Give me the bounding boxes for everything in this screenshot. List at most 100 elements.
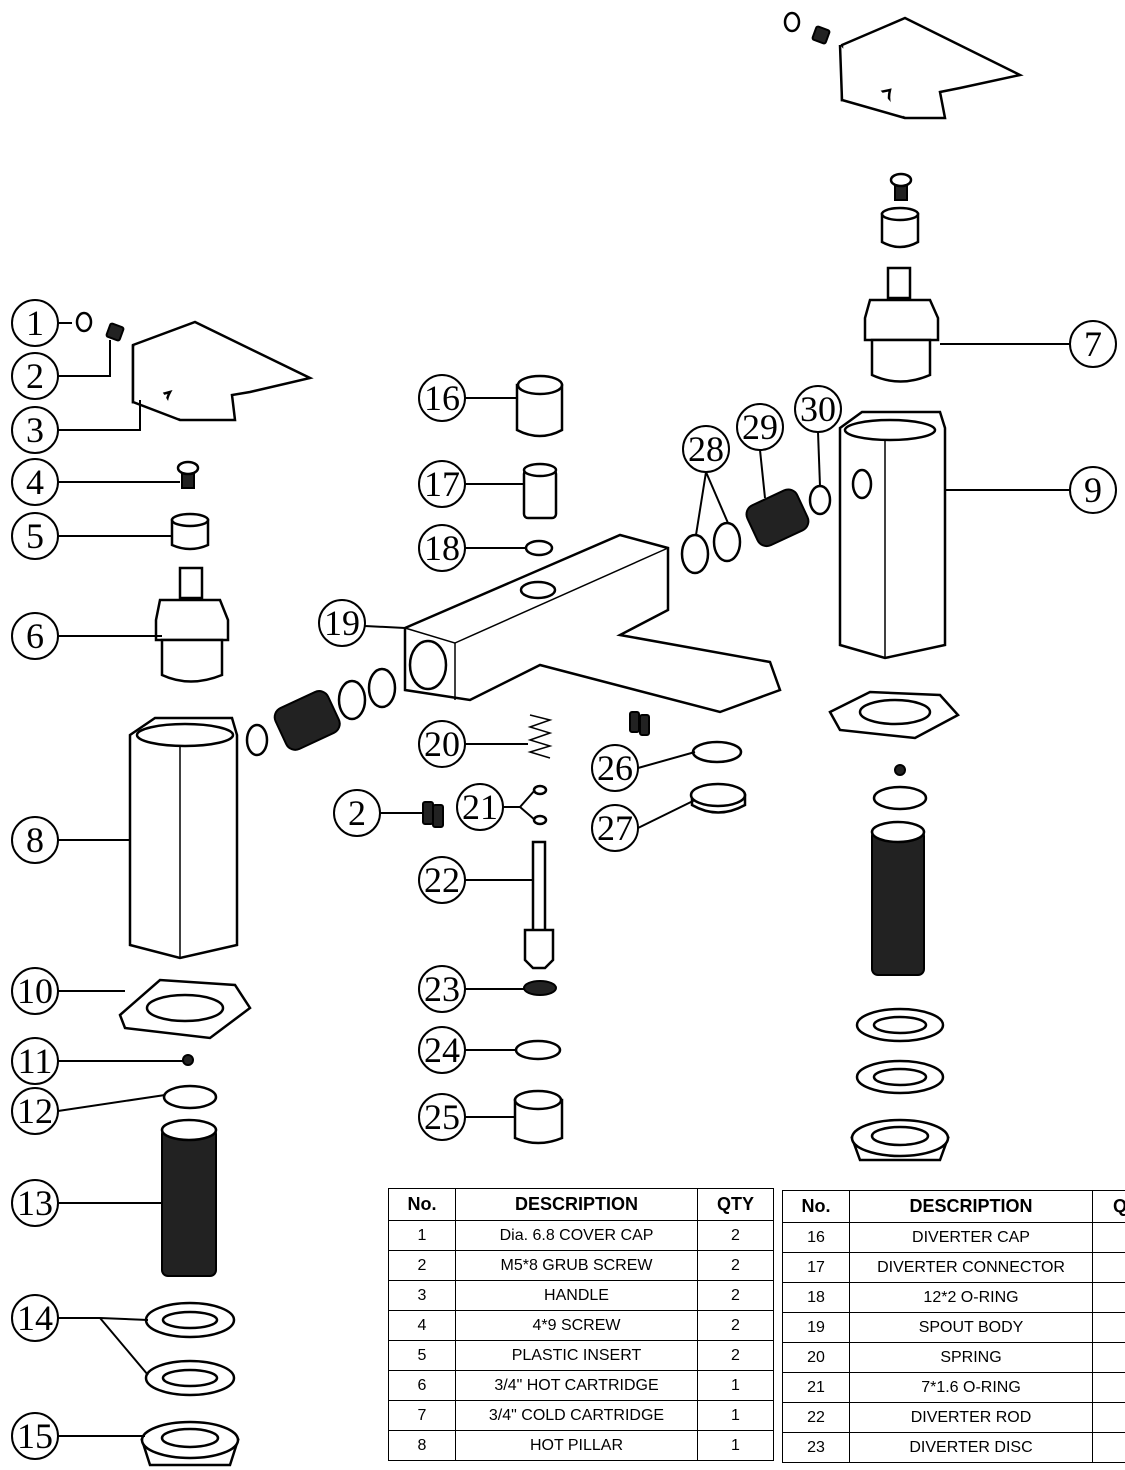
right-threaded-shank <box>871 829 925 976</box>
svg-text:11: 11 <box>18 1041 53 1081</box>
ring-30-drawing <box>808 484 832 516</box>
cell-description: HANDLE <box>455 1280 698 1311</box>
callout: 21 <box>456 783 504 831</box>
svg-text:5: 5 <box>26 516 44 556</box>
svg-text:25: 25 <box>424 1097 460 1137</box>
callout: 29 <box>736 403 784 451</box>
diverter-cap-drawing <box>515 383 564 438</box>
cell-qty <box>1092 1252 1125 1283</box>
grub-screw-drawing <box>811 25 831 45</box>
right-washer-1-hole <box>872 1015 928 1035</box>
spout-body-top-edge <box>454 547 669 644</box>
right-nut-drawing <box>894 764 906 776</box>
cell-description: Dia. 6.8 COVER CAP <box>455 1220 698 1251</box>
cell-no: 7 <box>388 1400 456 1431</box>
callout: 26 <box>591 744 639 792</box>
callout: 18 <box>418 524 466 572</box>
diverter-cap-top <box>516 374 564 396</box>
cell-no: 21 <box>782 1372 850 1403</box>
svg-text:18: 18 <box>424 528 460 568</box>
callout: 7 <box>1069 320 1117 368</box>
svg-text:9: 9 <box>1084 470 1102 510</box>
cell-qty <box>1092 1312 1125 1343</box>
cell-description: 4*9 SCREW <box>455 1310 698 1341</box>
callout: 17 <box>418 460 466 508</box>
cell-no: 16 <box>782 1222 850 1253</box>
callout: 9 <box>1069 466 1117 514</box>
callout: 8 <box>11 816 59 864</box>
column-header-description: DESCRIPTION <box>455 1188 698 1221</box>
cold-cartridge-hex <box>863 298 940 342</box>
cell-qty <box>1092 1402 1125 1433</box>
cell-qty: 1 <box>697 1370 774 1401</box>
column-header-qty: Q <box>1092 1190 1125 1223</box>
svg-text:6: 6 <box>26 616 44 656</box>
svg-text:4: 4 <box>26 462 44 502</box>
cell-description: DIVERTER CONNECTOR <box>849 1252 1093 1283</box>
left-side-ring-2 <box>367 667 397 709</box>
cover-cap-drawing <box>783 11 801 33</box>
svg-text:19: 19 <box>324 603 360 643</box>
callout: 15 <box>11 1412 59 1460</box>
oring-24-drawing <box>514 1039 562 1061</box>
cell-description: 3/4" HOT CARTRIDGE <box>455 1370 698 1401</box>
table-header-row: No. DESCRIPTION Q <box>782 1190 1125 1223</box>
left-washer-drawing <box>162 1084 218 1110</box>
svg-text:28: 28 <box>688 429 724 469</box>
right-backnut-hole <box>870 1125 930 1147</box>
svg-text:2: 2 <box>26 356 44 396</box>
callout: 10 <box>11 967 59 1015</box>
callout: 27 <box>591 804 639 852</box>
diverter-rod-tip <box>523 928 555 970</box>
aerator-27-top <box>689 782 747 808</box>
left-backnut-hole <box>160 1427 220 1449</box>
part-25-drawing <box>513 1098 564 1145</box>
table-header-row: No. DESCRIPTION QTY <box>388 1188 774 1221</box>
callout: 22 <box>418 856 466 904</box>
connector-29-drawing <box>745 488 810 548</box>
svg-text:27: 27 <box>597 808 633 848</box>
svg-text:24: 24 <box>424 1030 460 1070</box>
cell-no: 3 <box>388 1280 456 1311</box>
diverter-disc-drawing <box>523 980 557 996</box>
cell-qty <box>1092 1342 1125 1373</box>
svg-text:29: 29 <box>742 407 778 447</box>
svg-text:22: 22 <box>424 860 460 900</box>
column-header-no: No. <box>388 1188 456 1221</box>
plastic-insert-drawing <box>880 212 920 249</box>
cell-qty: 1 <box>697 1400 774 1431</box>
center-grub-screw-2 <box>432 804 444 828</box>
svg-text:20: 20 <box>424 724 460 764</box>
callout: 4 <box>11 458 59 506</box>
svg-text:30: 30 <box>800 389 836 429</box>
left-washer-1-hole <box>161 1310 219 1330</box>
svg-text:15: 15 <box>17 1416 53 1456</box>
center-grub-screw-1 <box>422 801 434 825</box>
svg-text:13: 13 <box>17 1183 53 1223</box>
oring-21-b <box>532 814 548 826</box>
svg-text:14: 14 <box>17 1298 53 1338</box>
cell-no: 19 <box>782 1312 850 1343</box>
cell-no: 17 <box>782 1252 850 1283</box>
left-side-oring <box>245 723 269 757</box>
oring-21-a <box>532 784 548 796</box>
callout: 30 <box>794 385 842 433</box>
cell-description: M5*8 GRUB SCREW <box>455 1250 698 1281</box>
cell-qty: 2 <box>697 1310 774 1341</box>
cell-no: 4 <box>388 1310 456 1341</box>
left-screw-head <box>176 460 200 476</box>
hot-cartridge-body <box>160 638 224 683</box>
column-header-qty: QTY <box>697 1188 774 1221</box>
callout: 5 <box>11 512 59 560</box>
callout: 11 <box>11 1037 59 1085</box>
cell-no: 22 <box>782 1402 850 1433</box>
ring-28a <box>680 533 710 575</box>
left-plastic-insert-top <box>170 512 210 528</box>
cell-qty: 1 <box>697 1430 774 1461</box>
cell-qty <box>1092 1372 1125 1403</box>
